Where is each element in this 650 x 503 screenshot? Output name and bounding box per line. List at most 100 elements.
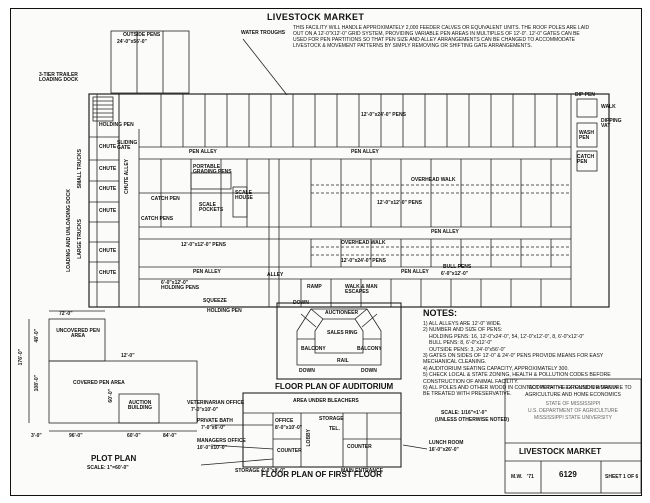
vet-office-dim: 7'-0"x10'-0" bbox=[191, 407, 219, 413]
outside-pens-outline bbox=[110, 30, 190, 94]
note-6: 6) ALL POLES AND OTHER WOOD IN CONTACT W… bbox=[423, 385, 632, 398]
chute-label-3: CHUTE bbox=[99, 186, 117, 192]
sales-ring-label: SALES RING bbox=[327, 330, 358, 336]
outside-pens-dim: 24'-0"x56'-0" bbox=[117, 39, 147, 45]
dipping-vat-label: DIPPING VAT bbox=[601, 118, 622, 129]
main-entrance-label: MAIN ENTRANCE bbox=[341, 468, 383, 474]
first-floor-title: FLOOR PLAN OF FIRST FLOOR bbox=[261, 470, 382, 479]
note-2c: OUTSIDE PENS: 3, 24'-0"x56'-0" bbox=[429, 346, 506, 353]
pen-alley-label-4: PEN ALLEY bbox=[193, 269, 221, 275]
pen-alley-label-2: PEN ALLEY bbox=[351, 149, 379, 155]
sliding-gate-label: SLIDING GATE bbox=[117, 140, 138, 151]
catch-pen-label-1: CATCH PEN bbox=[151, 196, 180, 202]
trailer-dock-label: 3-TIER TRAILER LOADING DOCK bbox=[39, 72, 79, 83]
auctioneer-label: AUCTIONEER bbox=[325, 310, 359, 316]
intro-text: THIS FACILITY WILL HANDLE APPROXIMATELY … bbox=[293, 25, 590, 49]
note-2b: BULL PENS: 8, 6'-0"x12'-0" bbox=[429, 340, 493, 347]
note-4: 4) AUDITORIUM SEATING CAPACITY, APPROXIM… bbox=[423, 365, 569, 372]
pen-alley-label-1: PEN ALLEY bbox=[189, 149, 217, 155]
pens-12x24-label-1: 12'-0"x24'-0" PENS bbox=[361, 112, 406, 118]
plot-title: PLOT PLAN bbox=[91, 454, 137, 463]
drawing-scale: SCALE: 1/16"=1'-0" bbox=[441, 410, 487, 416]
first-floor-outline bbox=[242, 392, 402, 468]
plot-dim-48: 48'-0" bbox=[34, 329, 40, 343]
lunch-room-label: LUNCH ROOM bbox=[429, 440, 464, 446]
counter-label-1: COUNTER bbox=[277, 448, 302, 454]
pens-12x12-label-2: 12'-0"x12'-0" PENS bbox=[377, 200, 422, 206]
auditorium-outline bbox=[276, 302, 402, 380]
title-block-number: 6129 bbox=[559, 470, 577, 479]
plot-dim-84: 84'-0" bbox=[163, 433, 177, 439]
managers-office-dim: 10'-0"x10'-0" bbox=[197, 445, 227, 451]
plot-dim-72: 72'-0" bbox=[59, 311, 73, 317]
note-2: 2) NUMBER AND SIZE OF PENS: bbox=[423, 327, 503, 334]
counter-label-2: COUNTER bbox=[347, 444, 372, 450]
title-block-agency: COOPERATIVE EXTENSION WORK IN AGRICULTUR… bbox=[509, 385, 637, 421]
tb-line1: COOPERATIVE EXTENSION WORK IN bbox=[528, 385, 618, 391]
plot-dim-12: 12'-0" bbox=[121, 353, 135, 359]
outside-pens-label: OUTSIDE PENS bbox=[123, 32, 161, 38]
squeeze-label: SQUEEZE bbox=[203, 298, 227, 304]
holding-pen-label-2: HOLDING PEN bbox=[207, 308, 242, 314]
auditorium-title: FLOOR PLAN OF AUDITORIUM bbox=[275, 382, 394, 391]
plot-dim-176: 176'-0" bbox=[18, 349, 24, 366]
portable-grading-label: PORTABLE GRADING PENS bbox=[193, 164, 232, 175]
office-label: OFFICE bbox=[275, 418, 294, 424]
main-building-outline bbox=[88, 93, 610, 308]
holding-pen-label: HOLDING PEN bbox=[99, 122, 134, 128]
lobby-label: LOBBY bbox=[306, 429, 312, 447]
chute-label-5: CHUTE bbox=[99, 248, 117, 254]
private-bath-dim: 7'-0"x6'-0" bbox=[201, 425, 226, 431]
note-5: 5) CHECK LOCAL & STATE ZONING, HEALTH & … bbox=[423, 372, 611, 385]
walk-man-escapes-label: WALK & MAN ESCAPES bbox=[345, 284, 378, 295]
pens-12x24-label-2: 12'-0"x24'-0" PENS bbox=[341, 258, 386, 264]
bull-pens-label: BULL PENS bbox=[443, 264, 472, 270]
chute-label-2: CHUTE bbox=[99, 166, 117, 172]
tel-label: TEL. bbox=[329, 426, 340, 432]
plot-dim-96: 96'-0" bbox=[69, 433, 83, 439]
balcony-label-2: BALCONY bbox=[357, 346, 382, 352]
catch-pen-label-2: CATCH PEN bbox=[577, 154, 595, 165]
plan-linework bbox=[28, 30, 642, 494]
scale-house-label: SCALE HOUSE bbox=[235, 190, 253, 201]
plot-covered-outline bbox=[48, 360, 198, 424]
title-block-outline bbox=[504, 378, 642, 494]
drawing-title: LIVESTOCK MARKET bbox=[267, 12, 365, 22]
plot-auction-label: AUCTION BUILDING bbox=[127, 400, 153, 411]
plot-dim-60b: 60'-0" bbox=[127, 433, 141, 439]
note-3: 3) GATES ON SIDES OF 12'-0" & 24'-0" PEN… bbox=[423, 353, 604, 366]
overhead-walk-label-2: OVERHEAD WALK bbox=[341, 240, 386, 246]
pen-alley-label-5: PEN ALLEY bbox=[401, 269, 429, 275]
down-label-2: DOWN bbox=[299, 368, 315, 374]
water-troughs-label: WATER TROUGHS bbox=[241, 30, 286, 36]
tb-line5: MISSISSIPPI STATE UNIVERSITY bbox=[534, 415, 612, 421]
down-label-3: DOWN bbox=[361, 368, 377, 374]
private-bath-label: PRIVATE BATH bbox=[197, 418, 233, 424]
managers-office-label: MANAGERS OFFICE bbox=[197, 438, 246, 444]
walk-label: WALK bbox=[601, 104, 616, 110]
chute-label-1: CHUTE bbox=[99, 144, 117, 150]
loading-dock-label: LOADING AND UNLOADING DOCK bbox=[66, 189, 72, 272]
chute-alley-label: CHUTE ALLEY bbox=[124, 159, 130, 194]
down-label-1: DOWN bbox=[293, 300, 309, 306]
plot-scale: SCALE: 1"=60'-0" bbox=[87, 465, 129, 471]
catch-pens-label: CATCH PENS bbox=[141, 216, 174, 222]
balcony-label-1: BALCONY bbox=[301, 346, 326, 352]
rail-label: RAIL bbox=[337, 358, 349, 364]
drawing-sheet: LIVESTOCK MARKET THIS FACILITY WILL HAND… bbox=[10, 8, 642, 496]
storage-label: STORAGE bbox=[319, 416, 344, 422]
lunch-room-dim: 16'-0"x26'-0" bbox=[429, 447, 459, 453]
pens-12x12-label-1: 12'-0"x12'-0" PENS bbox=[181, 242, 226, 248]
title-block-sheet: SHEET 1 OF 6 bbox=[605, 474, 639, 480]
overhead-walk-label-1: OVERHEAD WALK bbox=[411, 177, 456, 183]
bull-pens-dim: 6'-0"x12'-0" bbox=[441, 271, 469, 277]
notes-title: NOTES: bbox=[423, 308, 458, 318]
plot-dim-60: 60'-0" bbox=[108, 389, 114, 403]
dip-pen-label: DIP PEN bbox=[575, 92, 595, 98]
plot-covered-label: COVERED PEN AREA bbox=[73, 380, 125, 386]
office-dim: 8'-0"x10'-0" bbox=[275, 425, 303, 431]
storage-dim-label: STORAGE 4'-0"x8'-0" bbox=[235, 468, 286, 474]
title-block-code: M.W. bbox=[511, 474, 523, 480]
plot-dim-3: 3'-0" bbox=[31, 433, 42, 439]
tb-line3: STATE OF MISSISSIPPI bbox=[545, 401, 601, 407]
